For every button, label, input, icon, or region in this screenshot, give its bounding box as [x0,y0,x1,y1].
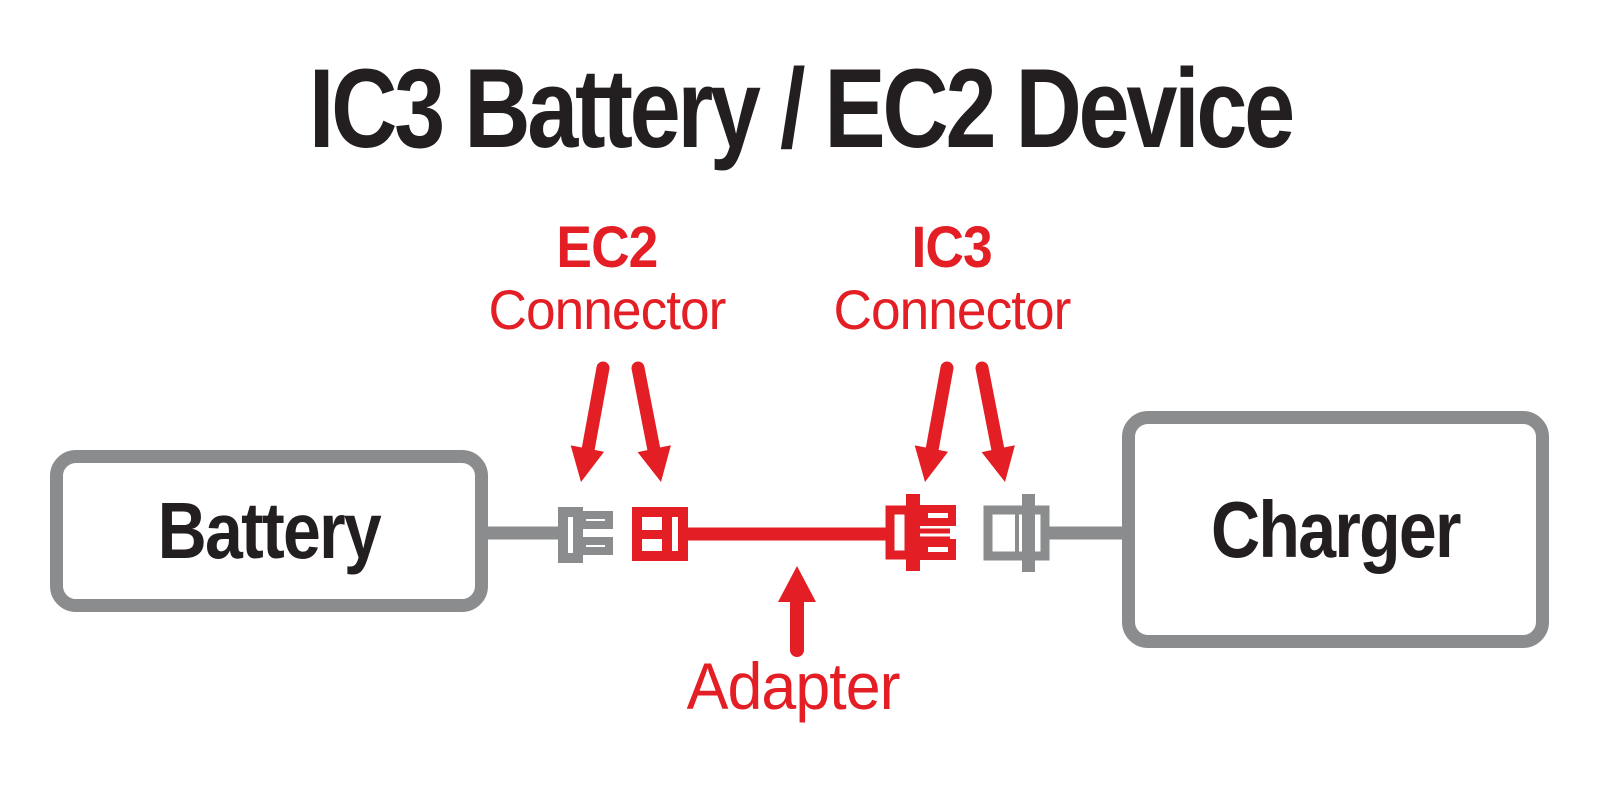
ic3-callout-type: Connector [833,277,1072,341]
page-title: IC3 Battery / EC2 Device [0,44,1600,173]
battery-node: Battery [50,450,488,612]
ec2-callout-name: EC2 [556,215,658,280]
adapter-arrow-icon [778,566,816,657]
charger-node: Charger [1122,411,1549,648]
charger-label: Charger [1211,484,1462,574]
ic3-adapter-connector-icon [885,494,956,571]
ec2-arrow-left-icon [570,361,610,482]
ic3-arrow-right-icon [975,361,1015,482]
adapter-label-text: Adapter [686,649,901,723]
ic3-connector-callout: IC3 Connector [762,215,1142,341]
ic3-charger-connector-icon [983,494,1050,572]
adapter-callout: Adapter [618,648,968,724]
ic3-callout-name: IC3 [911,215,993,280]
ic3-arrow-left-icon [914,361,954,482]
page-title-text: IC3 Battery / EC2 Device [308,46,1294,171]
ec2-adapter-connector-icon [632,507,688,561]
battery-label: Battery [157,486,382,575]
ec2-connector-callout: EC2 Connector [417,215,797,341]
ec2-battery-connector-icon [558,507,613,563]
ec2-arrow-right-icon [631,361,671,482]
ec2-callout-type: Connector [488,277,727,341]
